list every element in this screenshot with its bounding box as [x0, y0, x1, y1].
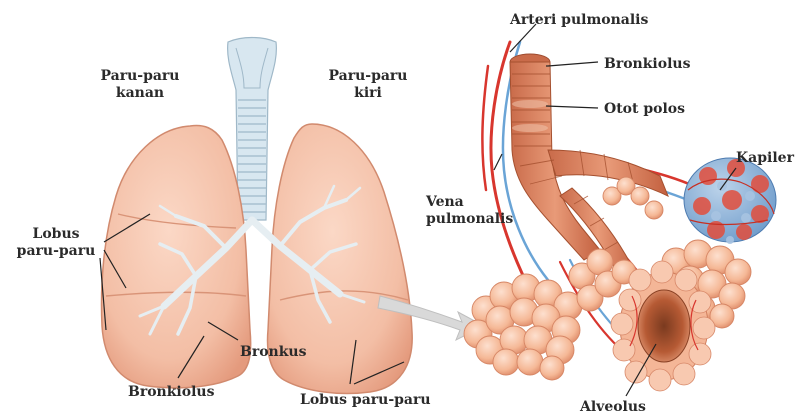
label-kapiler: Kapiler — [736, 150, 794, 167]
label-vena-line2: pulmonalis — [426, 211, 513, 228]
label-bronkiolus-bottom: Bronkiolus — [128, 384, 214, 401]
label-bronkiolus-top: Bronkiolus — [604, 56, 690, 73]
bronchiole-tube — [510, 54, 668, 282]
right-lung — [102, 126, 251, 388]
label-vena-line1: Vena — [426, 194, 513, 211]
label-arteri-pulmonalis: Arteri pulmonalis — [510, 12, 648, 29]
label-lobe-left-line2: paru-paru — [8, 243, 104, 260]
label-lobe-left: Lobus paru-paru — [8, 226, 104, 260]
label-lobe-bottom: Lobus paru-paru — [300, 392, 431, 409]
label-vena-pulmonalis: Vena pulmonalis — [426, 194, 513, 228]
label-left-lung-line1: Paru-paru — [320, 68, 416, 85]
label-bronkus: Bronkus — [240, 344, 307, 361]
label-otot-polos: Otot polos — [604, 101, 685, 118]
label-left-lung-line2: kiri — [320, 85, 416, 102]
label-lobe-left-line1: Lobus — [8, 226, 104, 243]
label-right-lung: Paru-paru kanan — [92, 68, 188, 102]
label-alveolus: Alveolus — [580, 399, 646, 416]
label-left-lung: Paru-paru kiri — [320, 68, 416, 102]
label-right-lung-line1: Paru-paru — [92, 68, 188, 85]
capillary-sac — [684, 158, 776, 244]
label-right-lung-line2: kanan — [92, 85, 188, 102]
